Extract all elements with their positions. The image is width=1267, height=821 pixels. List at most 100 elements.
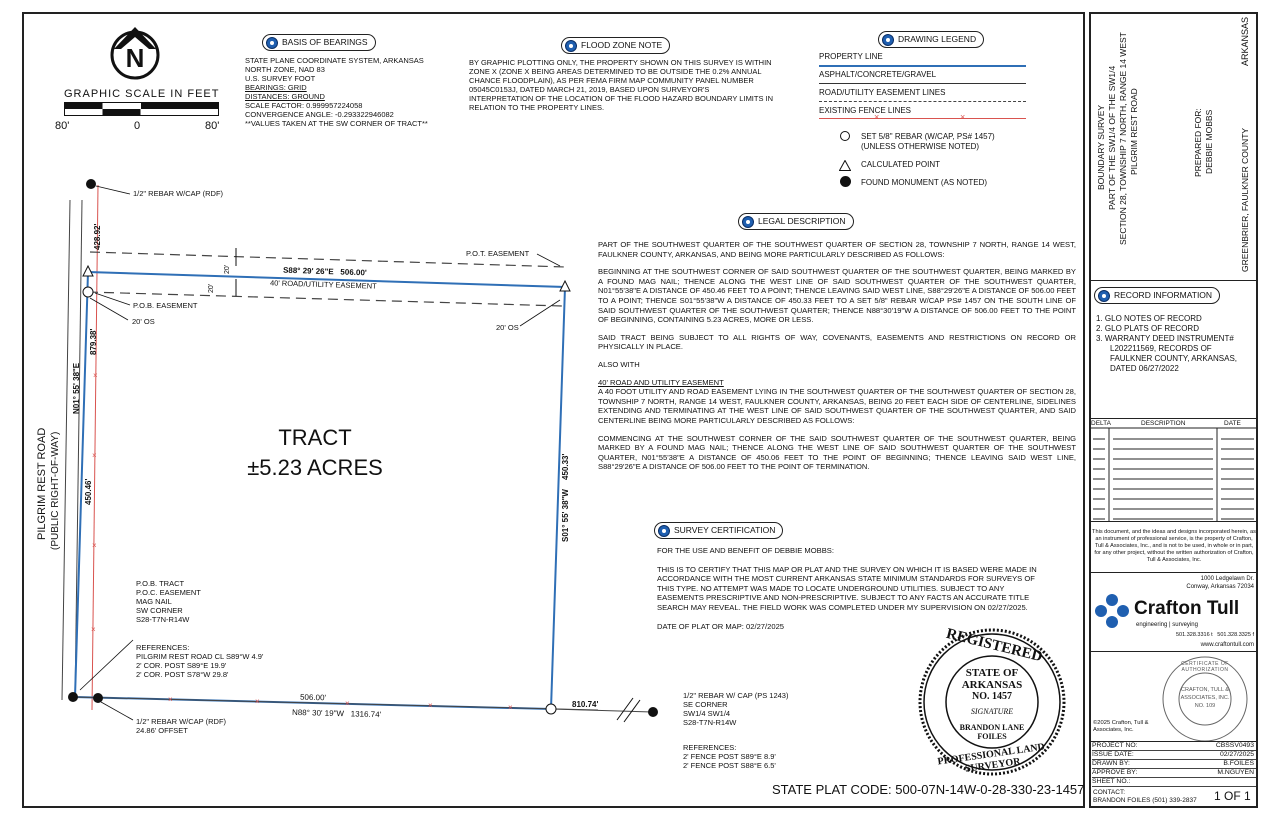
scale-mid: 0	[134, 120, 141, 132]
seal-surveyor-name: BRANDON LANE FOILES	[959, 723, 1025, 741]
north-arrow: N	[110, 25, 160, 81]
survey-certification-text: FOR THE USE AND BENEFIT OF DEBBIE MOBBS:…	[657, 546, 1037, 631]
dist-810: 810.74'	[572, 700, 599, 709]
tb-row-drawn: DRAWN BY:B.FOILES	[1092, 760, 1256, 769]
state-plat-code: STATE PLAT CODE: 500-07N-14W-0-28-330-23…	[772, 782, 1085, 797]
tb-tagline: engineering | surveying	[1136, 622, 1198, 628]
tract-label: TRACT	[278, 425, 352, 450]
graphic-scale-title: GRAPHIC SCALE IN FEET	[64, 88, 220, 100]
tb-phones: 501.328.3316 t 501.328.3325 f	[1176, 632, 1254, 638]
rebar-top-label: 1/2" REBAR W/CAP (RDF)	[133, 189, 224, 198]
legend-found-icon	[840, 176, 851, 187]
tb-company: Crafton Tull	[1134, 598, 1240, 619]
dim-20-bottom: 20'	[208, 283, 215, 293]
tb-row-issue: ISSUE DATE:02/27/2025	[1092, 751, 1256, 760]
legend-property-line-label: PROPERTY LINE	[819, 52, 883, 61]
svg-text:×: ×	[508, 703, 513, 712]
tb-row-approve: APPROVE BY:M.NGUYEN	[1092, 769, 1256, 778]
svg-text:×: ×	[93, 371, 98, 380]
dim-20-top: 20'	[224, 264, 231, 274]
revision-header: DELTA DESCRIPTION DATE	[1091, 420, 1241, 427]
tb-state: ARKANSAS	[1240, 16, 1250, 66]
tb-address-2: Conway, Arkansas 72034	[1186, 584, 1254, 590]
flood-zone-heading: FLOOD ZONE NOTE	[561, 37, 671, 54]
tb-contact: CONTACT:BRANDON FOILES (501) 339-2837	[1093, 789, 1197, 804]
record-information-heading: RECORD INFORMATION	[1094, 287, 1221, 304]
svg-text:×: ×	[92, 451, 97, 460]
tb-county: GREENBRIER, FAULKNER COUNTY	[1240, 127, 1250, 272]
tb-row-project: PROJECT NO:CBSSV0493	[1092, 742, 1256, 751]
title-block	[1089, 12, 1258, 808]
tb-row-sheet: SHEET NO.:	[1092, 778, 1256, 787]
pob-easement: P.O.B. EASEMENT	[133, 301, 198, 310]
svg-text:×: ×	[255, 697, 260, 706]
crafton-tull-logo-icon	[1094, 593, 1130, 634]
coa-line-3: NO. 109	[1194, 703, 1216, 709]
south-dist: 506.00'	[299, 692, 327, 703]
east-bearing: S01° 55' 38"W	[561, 489, 570, 542]
dist-428: 428.92'	[93, 223, 102, 250]
tb-copyright: ©2025 Crafton, Tull & Associates, Inc.	[1093, 720, 1149, 733]
legend-fence-label: EXISTING FENCE LINES	[819, 106, 912, 115]
coa-line-2: ASSOCIATES, INC.	[1180, 695, 1230, 701]
surveyor-seal: REGISTERED STATE OF ARKANSAS NO. 1457 SI…	[917, 626, 1067, 777]
tb-sheet-number: 1 OF 1	[1214, 789, 1251, 803]
legend-fence-line	[819, 118, 1026, 119]
legend-asphalt-label: ASPHALT/CONCRETE/GRAVEL	[819, 70, 937, 79]
survey-drawing: × × × × × × × × ×	[61, 179, 658, 723]
legend-calc-icon	[838, 158, 852, 176]
legend-easement-line	[819, 101, 1026, 102]
se-references: REFERENCES:2' FENCE POST S89°E 8.9'2' FE…	[683, 743, 776, 770]
dist-879: 879.38'	[89, 328, 98, 355]
drawing-frame	[22, 12, 1085, 808]
legend-fence-x1: ×	[874, 112, 880, 122]
seal-signature: SIGNATURE	[970, 707, 1014, 716]
scale-right: 80'	[205, 120, 220, 132]
coa-line-1: CRAFTON, TULL &	[1181, 687, 1229, 693]
tb-address-1: 1000 Ledgelawn Dr.	[1200, 576, 1254, 582]
seal-state: STATE OF	[965, 667, 1019, 679]
west-bearing: N01° 55' 38"E	[72, 362, 81, 414]
legend-asphalt-line	[819, 83, 1026, 84]
rebar-sw-label: 1/2" REBAR W/CAP (RDF)24.86' OFFSET	[136, 717, 227, 735]
tb-notice: This document, and the ideas and designs…	[1092, 529, 1256, 563]
coa-title: CERTIFICATE OF AUTHORIZATION	[1181, 661, 1229, 673]
legend-rebar-icon	[840, 131, 850, 141]
legend-easement-label: ROAD/UTILITY EASEMENT LINES	[819, 88, 946, 97]
legend-found-label: FOUND MONUMENT (AS NOTED)	[861, 178, 988, 187]
seal-number: NO. 1457	[972, 691, 1012, 702]
legend-calc-label: CALCULATED POINT	[861, 160, 940, 169]
legend-property-line	[819, 65, 1026, 67]
basis-of-bearings-text: STATE PLANE COORDINATE SYSTEM, ARKANSAS …	[245, 56, 428, 128]
svg-text:×: ×	[345, 699, 350, 708]
record-list: 1. GLO NOTES OF RECORD 2. GLO PLATS OF R…	[1096, 314, 1237, 373]
offset-20-east: 20' OS	[496, 323, 519, 332]
offset-20-west: 20' OS	[132, 317, 155, 326]
east-dist: 450.33'	[561, 453, 570, 480]
road-name: PILGRIM REST ROAD	[36, 427, 48, 540]
legend-fence-x2: ×	[960, 112, 966, 122]
north-letter: N	[125, 43, 145, 73]
survey-certification-heading: SURVEY CERTIFICATION	[654, 522, 784, 539]
legal-description-text: PART OF THE SOUTHWEST QUARTER OF THE SOU…	[598, 240, 1076, 472]
certificate-of-authorization-seal: CERTIFICATE OF AUTHORIZATION CRAFTON, TU…	[1161, 655, 1249, 743]
svg-text:×: ×	[168, 695, 173, 704]
svg-text:×: ×	[428, 701, 433, 710]
west-dist: 450.46'	[84, 478, 93, 505]
graphic-scale-bar	[64, 102, 219, 116]
flood-zone-text: BY GRAPHIC PLOTTING ONLY, THE PROPERTY S…	[469, 58, 774, 112]
drawing-legend-heading: DRAWING LEGEND	[878, 31, 985, 48]
svg-text:×: ×	[92, 541, 97, 550]
basis-of-bearings-heading: BASIS OF BEARINGS	[262, 34, 376, 51]
scale-left: 80'	[55, 120, 70, 132]
revision-grid	[1089, 427, 1258, 522]
seal-arkansas: ARKANSAS	[961, 679, 1023, 691]
legal-description-heading: LEGAL DESCRIPTION	[738, 213, 854, 230]
tract-acres: ±5.23 ACRES	[247, 455, 383, 480]
pot-easement: P.O.T. EASEMENT	[466, 249, 530, 258]
legend-rebar-label: SET 5/8" REBAR (W/CAP, PS# 1457)(UNLESS …	[861, 132, 995, 151]
svg-text:×: ×	[91, 625, 96, 634]
tb-web: www.craftontull.com	[1200, 642, 1254, 648]
